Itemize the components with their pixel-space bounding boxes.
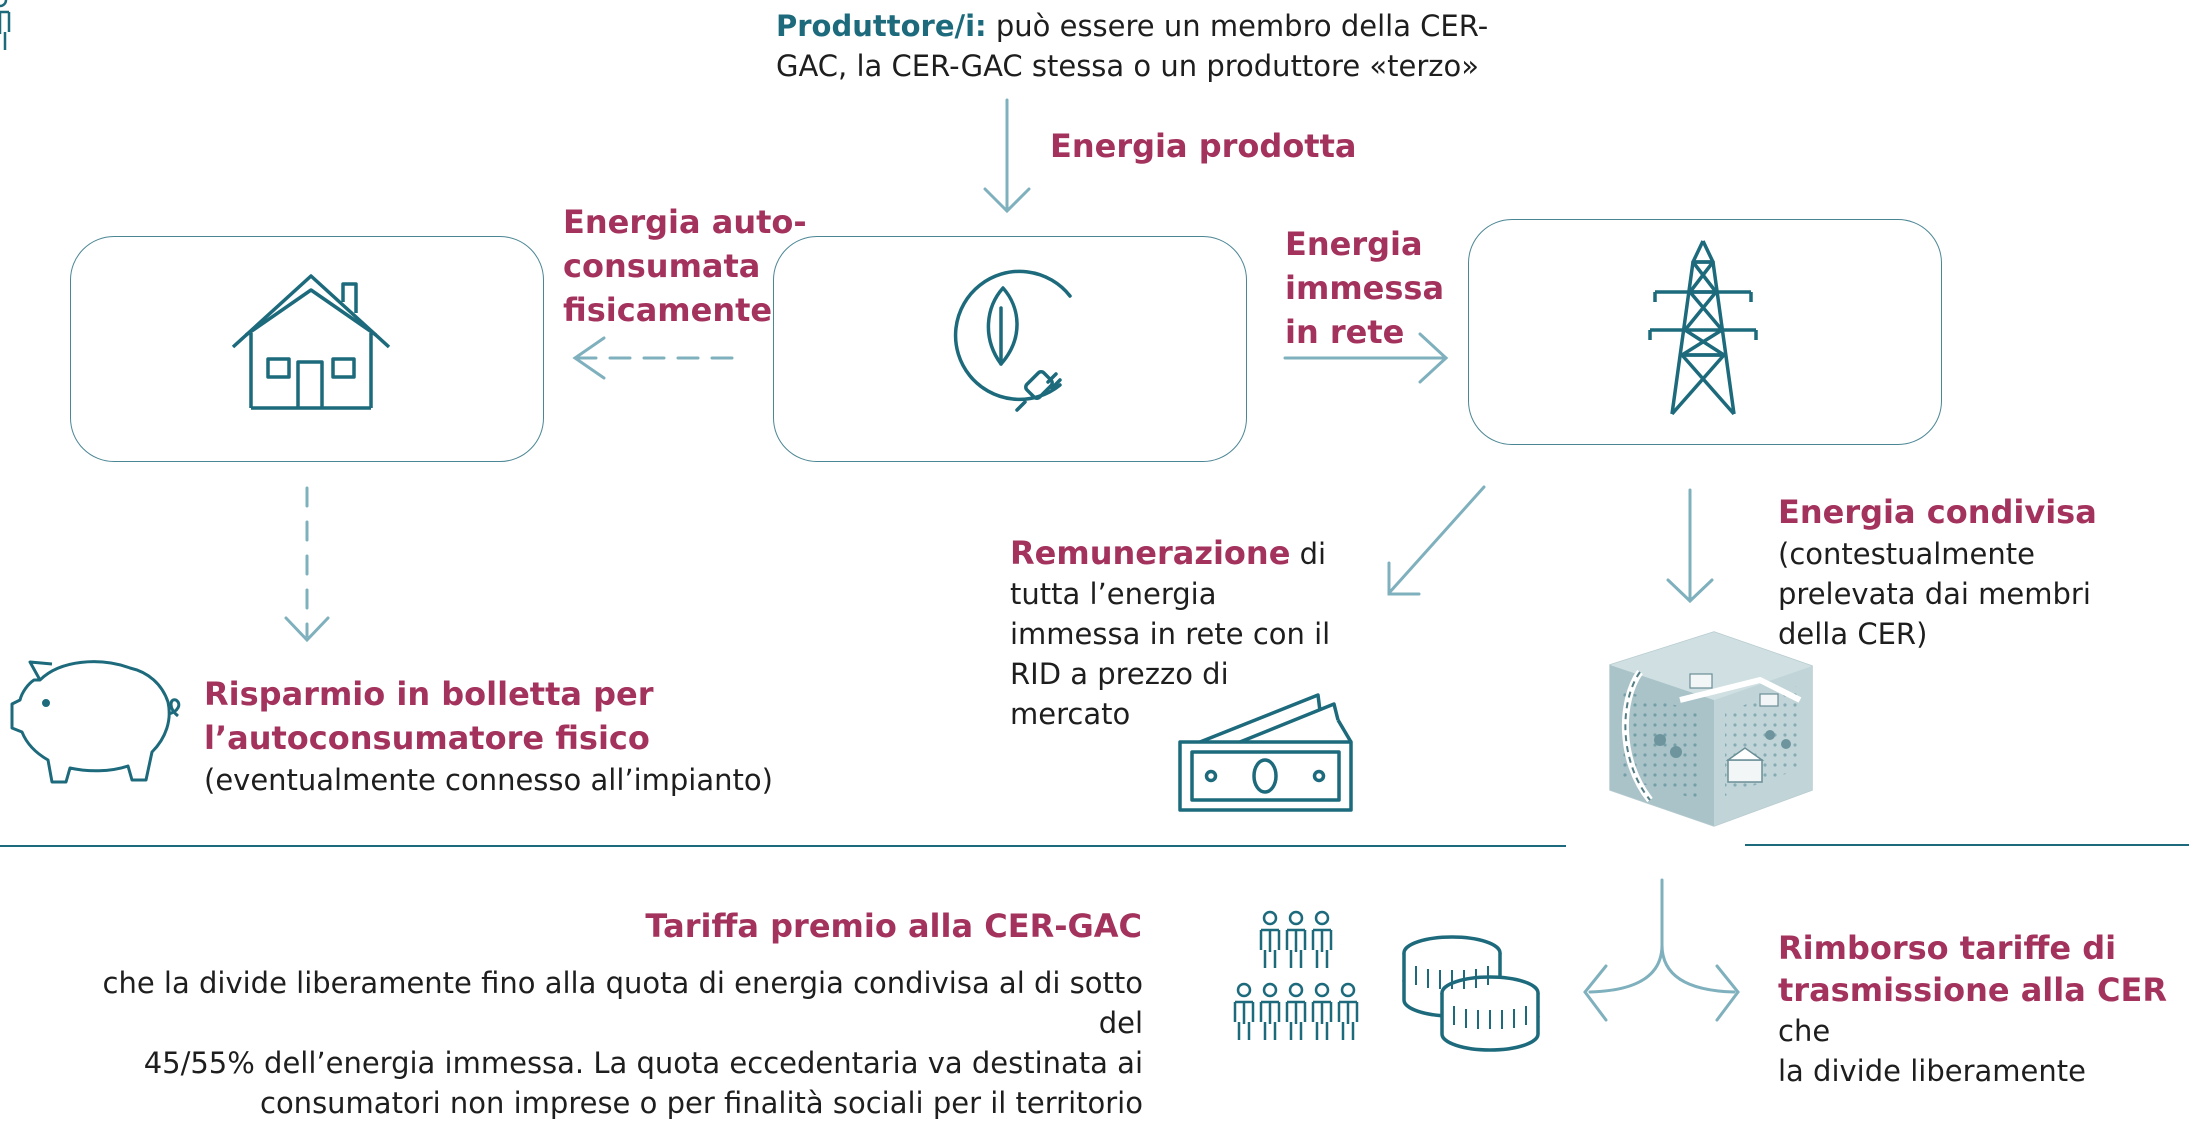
piggy-bank-icon	[10, 660, 181, 784]
risparmio-note: (eventualmente connesso all’impianto)	[204, 763, 773, 797]
remunerazione-line5: mercato	[1010, 697, 1131, 731]
producer-title: Produttore/i:	[776, 9, 987, 43]
condivisa-line3: della CER)	[1778, 617, 1928, 651]
arrow-energia-immessa	[1283, 332, 1449, 384]
grid-box	[1468, 219, 1942, 445]
tariffa-line2: 45/55% dell’energia immessa. La quota ec…	[143, 1046, 1143, 1080]
label-energia-immessa: Energia immessa in rete	[1285, 222, 1444, 354]
rimborso-title-line2: trasmissione alla CER	[1778, 971, 2167, 1009]
condivisa-line2: prelevata dai membri	[1778, 577, 2091, 611]
producer-desc-line1: può essere un membro della CER-	[986, 9, 1489, 43]
label-immessa-line1: Energia	[1285, 225, 1423, 263]
remunerazione-rest: di	[1290, 537, 1327, 571]
arrow-energia-autoconsumata	[572, 336, 734, 380]
condivisa-text: Energia condivisa (contestualmente prele…	[1778, 490, 2097, 654]
label-immessa-line3: in rete	[1285, 313, 1405, 351]
label-energia-prodotta: Energia prodotta	[1050, 127, 1357, 165]
tariffa-line3: consumatori non imprese o per finalità s…	[260, 1086, 1143, 1120]
remunerazione-line2: tutta l’energia	[1010, 577, 1217, 611]
remunerazione-line3: immessa in rete con il	[1010, 617, 1331, 651]
condivisa-line1: (contestualmente	[1778, 537, 2035, 571]
risparmio-text: Risparmio in bolletta per l’autoconsumat…	[204, 672, 773, 800]
arrow-to-condivisa	[1666, 488, 1714, 604]
arrow-energia-prodotta	[983, 98, 1031, 214]
community-map-icon	[1609, 631, 1813, 827]
label-auto-line3: fisicamente	[563, 291, 773, 329]
producer-text: Produttore/i: può essere un membro della…	[776, 6, 1496, 86]
label-immessa-line2: immessa	[1285, 269, 1445, 307]
rimborso-title-line1: Rimborso tariffe di	[1778, 929, 2117, 967]
tariffa-title: Tariffa premio alla CER-GAC	[645, 907, 1142, 945]
house-box	[70, 236, 544, 462]
diagram-graphics	[0, 0, 2189, 1052]
pylon-icon	[1648, 240, 1758, 416]
condivisa-title: Energia condivisa	[1778, 493, 2097, 531]
label-energia-autoconsumata: Energia auto- consumata fisicamente	[563, 200, 807, 332]
tariffa-line1: che la divide liberamente fino alla quot…	[102, 966, 1143, 1040]
risparmio-title-line1: Risparmio in bolletta per	[204, 675, 654, 713]
arrow-to-risparmio	[284, 486, 330, 643]
arrow-to-remunerazione	[1387, 485, 1486, 596]
people-icon	[0, 0, 1359, 1042]
split-arrow	[1583, 878, 1740, 1022]
risparmio-title-line2: l’autoconsumatore fisico	[204, 719, 650, 757]
label-auto-line2: consumata	[563, 247, 761, 285]
producer-desc-line2: GAC, la CER-GAC stessa o un produttore «…	[776, 49, 1479, 83]
remunerazione-line4: RID a prezzo di	[1010, 657, 1229, 691]
rimborso-rest: che	[1778, 1014, 1831, 1048]
banknote-icon	[1178, 693, 1353, 812]
leaf-plug-icon	[953, 269, 1072, 412]
coins-icon	[1402, 935, 1540, 1052]
remunerazione-title: Remunerazione	[1010, 534, 1291, 572]
house-icon	[231, 274, 391, 410]
remunerazione-text: Remunerazione di tutta l’energia immessa…	[1010, 533, 1340, 734]
label-auto-line1: Energia auto-	[563, 203, 807, 241]
